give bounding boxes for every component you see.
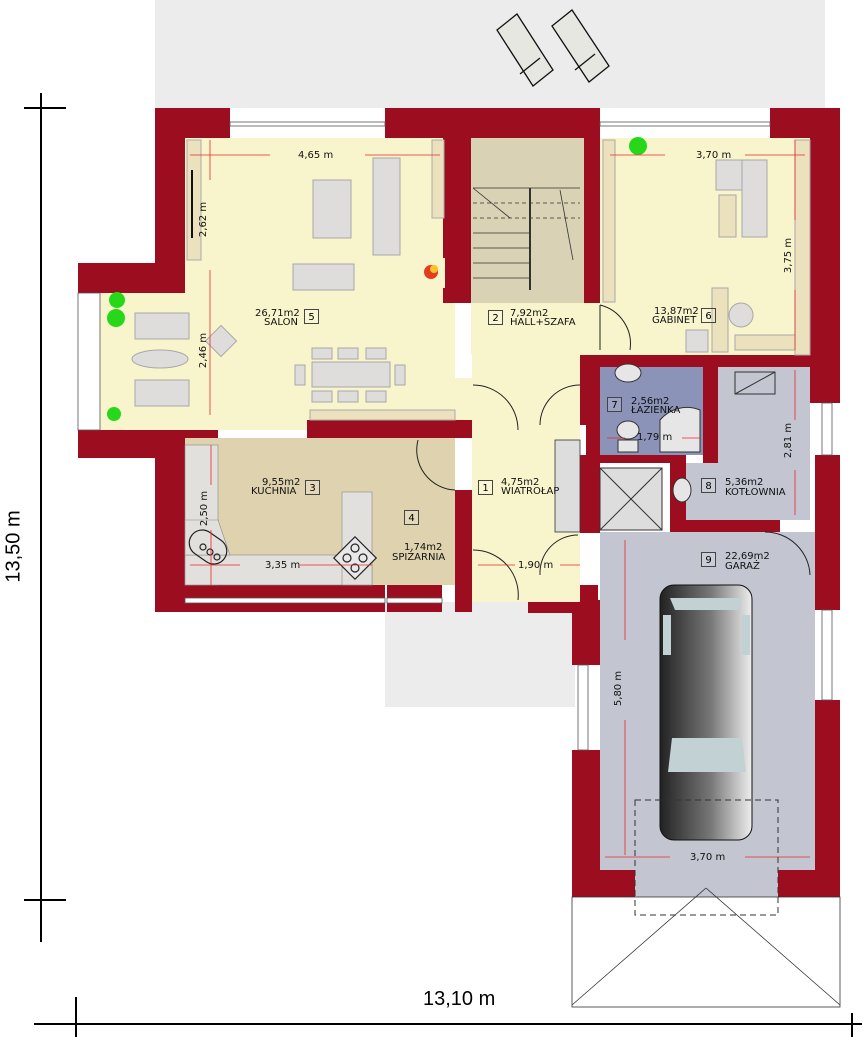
shower-box [599, 467, 663, 531]
overall-dimension-lines [24, 93, 862, 1037]
dimension-label: 1,90 m [518, 560, 554, 571]
dimension-label: 1,79 m [637, 432, 673, 443]
room-name: SALON [264, 317, 298, 328]
room-name: KUCHNIA [251, 486, 297, 497]
windows [77, 121, 833, 751]
dimension-label: 5,80 m [613, 670, 625, 707]
room-area: 26,71m2 [255, 308, 300, 319]
room-name: GABINET [652, 315, 697, 326]
room-name: HALL+SZAFA [510, 317, 576, 328]
bathroom-fixtures [614, 363, 776, 503]
room-number: 8 [701, 478, 716, 493]
dimension-label: 2,50 m [199, 490, 211, 527]
staircase [472, 187, 580, 290]
room-number: 5 [304, 309, 319, 324]
dimension-lines [190, 140, 810, 858]
dimension-label: 3,70 m [690, 852, 726, 863]
room-area: 2,56m2 [631, 396, 670, 407]
dimension-label: 3,35 m [265, 560, 301, 571]
driveway [571, 887, 841, 1008]
car-icon [659, 584, 753, 841]
salon-furniture [131, 157, 406, 407]
deck-chair-icon [496, 9, 610, 87]
room-name: SPIŻARNIA [392, 552, 446, 563]
room-area: 22,69m2 [725, 551, 770, 562]
dimension-label: 3,75 m [783, 237, 795, 274]
room-name: WIATROŁAP [501, 486, 560, 497]
room-name: KOTŁOWNIA [725, 487, 786, 498]
front-terrace [385, 602, 575, 707]
room-area: 9,55m2 [262, 477, 301, 488]
room-number: 4 [404, 510, 419, 525]
room-area: 4,75m2 [501, 477, 540, 488]
wardrobe [554, 439, 581, 533]
overall-height-label: 13,50 m [2, 510, 25, 583]
dimension-label: 2,46 m [198, 332, 210, 369]
gabinet-furniture [602, 139, 811, 356]
sink-icon [188, 529, 228, 565]
overall-width-label: 13,10 m [423, 988, 496, 1010]
room-area: 5,36m2 [725, 477, 764, 488]
room-number: 2 [488, 310, 503, 325]
room-number: 9 [701, 552, 716, 567]
dimension-label: 4,65 m [298, 150, 334, 161]
doors [416, 304, 811, 601]
dimension-label: 2,81 m [783, 422, 795, 459]
plant-icon [107, 137, 647, 421]
tv-cabinet [186, 139, 456, 421]
room-number: 1 [478, 480, 493, 495]
room-name: GARAŻ [725, 561, 760, 572]
cooktop-icon [332, 535, 378, 581]
room-number: 6 [701, 308, 716, 323]
room-number: 7 [607, 397, 622, 412]
fireplace-icon [420, 258, 445, 288]
room-area: 1,74m2 [404, 542, 443, 553]
rear-terrace [155, 0, 825, 108]
room-number: 3 [305, 480, 320, 495]
room-name: ŁAZIENKA [631, 405, 681, 416]
garage-door-outline [634, 799, 779, 916]
room-area: 13,87m2 [654, 306, 699, 317]
dimension-label: 3,70 m [696, 150, 732, 161]
dimension-label: 2,62 m [198, 201, 210, 238]
room-area: 7,92m2 [510, 308, 549, 319]
